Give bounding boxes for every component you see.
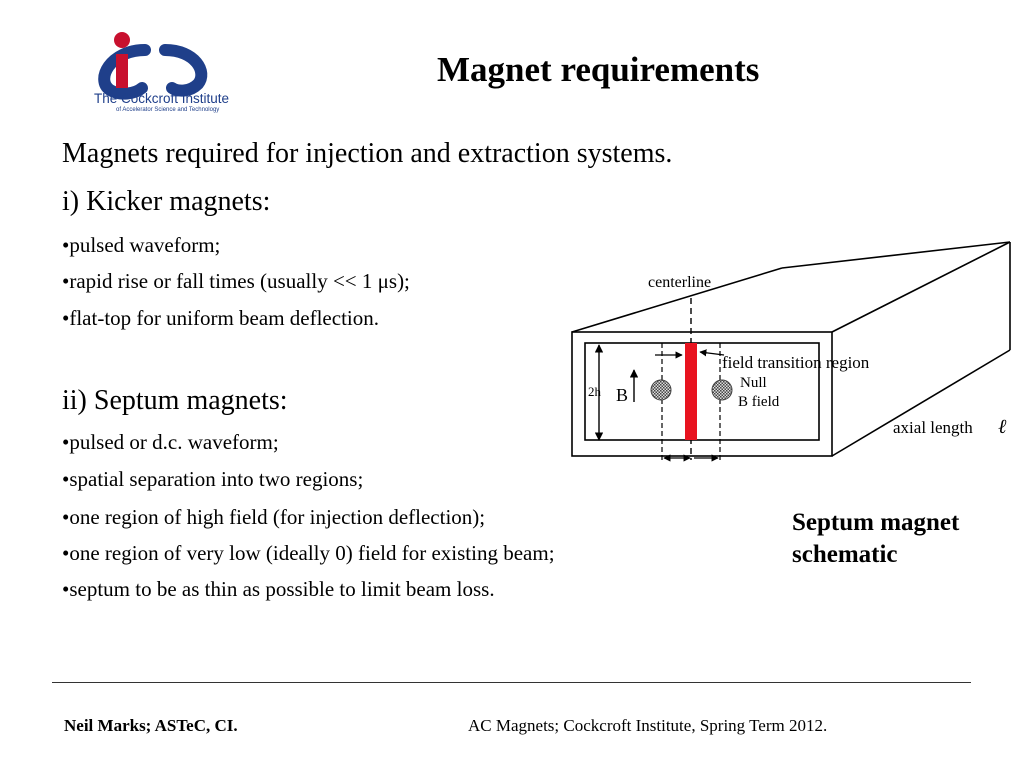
centerline-label: centerline (648, 274, 711, 291)
septum-bullet: •one region of high field (for injection… (62, 505, 486, 529)
transition-label: field transition region (722, 353, 870, 372)
septum-bullet: •one region of very low (ideally 0) fiel… (62, 541, 555, 565)
septum-bullet: •spatial separation into two regions; (62, 467, 364, 491)
beam-high-field (650, 379, 672, 401)
caption-line: schematic (792, 541, 898, 568)
magnet-box (571, 241, 1011, 457)
slide-title: Magnet requirements (437, 50, 760, 89)
beam-null-field (711, 379, 733, 401)
null-label: Null (740, 375, 767, 391)
intro-text: Magnets required for injection and extra… (62, 138, 673, 169)
logo-text-primary: The Cockcroft Institute (94, 91, 230, 106)
caption-line: Septum magnet (792, 509, 960, 536)
kicker-bullet: •flat-top for uniform beam deflection. (62, 306, 379, 330)
septum-heading: ii) Septum magnets: (62, 385, 288, 416)
diagram-caption: Septum magnet schematic (792, 507, 1002, 571)
septum-bullet: •septum to be as thin as possible to lim… (62, 577, 495, 601)
footer-author: Neil Marks; ASTeC, CI. (64, 716, 238, 735)
septum-bullet: •pulsed or d.c. waveform; (62, 430, 279, 454)
kicker-bullet: •rapid rise or fall times (usually << 1 … (62, 269, 410, 293)
septum-magnet-diagram: centerline field transition region B 2h … (571, 241, 1011, 462)
kicker-bullet: •pulsed waveform; (62, 233, 221, 257)
footer-divider (52, 682, 971, 683)
axial-length-symbol: ℓ (998, 416, 1007, 438)
logo-text-secondary: of Accelerator Science and Technology (116, 107, 220, 113)
null-field-label: B field (738, 394, 780, 410)
logo-mark (98, 32, 208, 100)
kicker-heading: i) Kicker magnets: (62, 186, 271, 217)
footer-course: AC Magnets; Cockcroft Institute, Spring … (468, 716, 828, 735)
b-field-label: B (616, 385, 628, 405)
cockcroft-logo (98, 32, 208, 100)
height-label: 2h (588, 384, 602, 399)
septum-blade (685, 343, 697, 440)
axial-length-label: axial length (893, 418, 973, 437)
